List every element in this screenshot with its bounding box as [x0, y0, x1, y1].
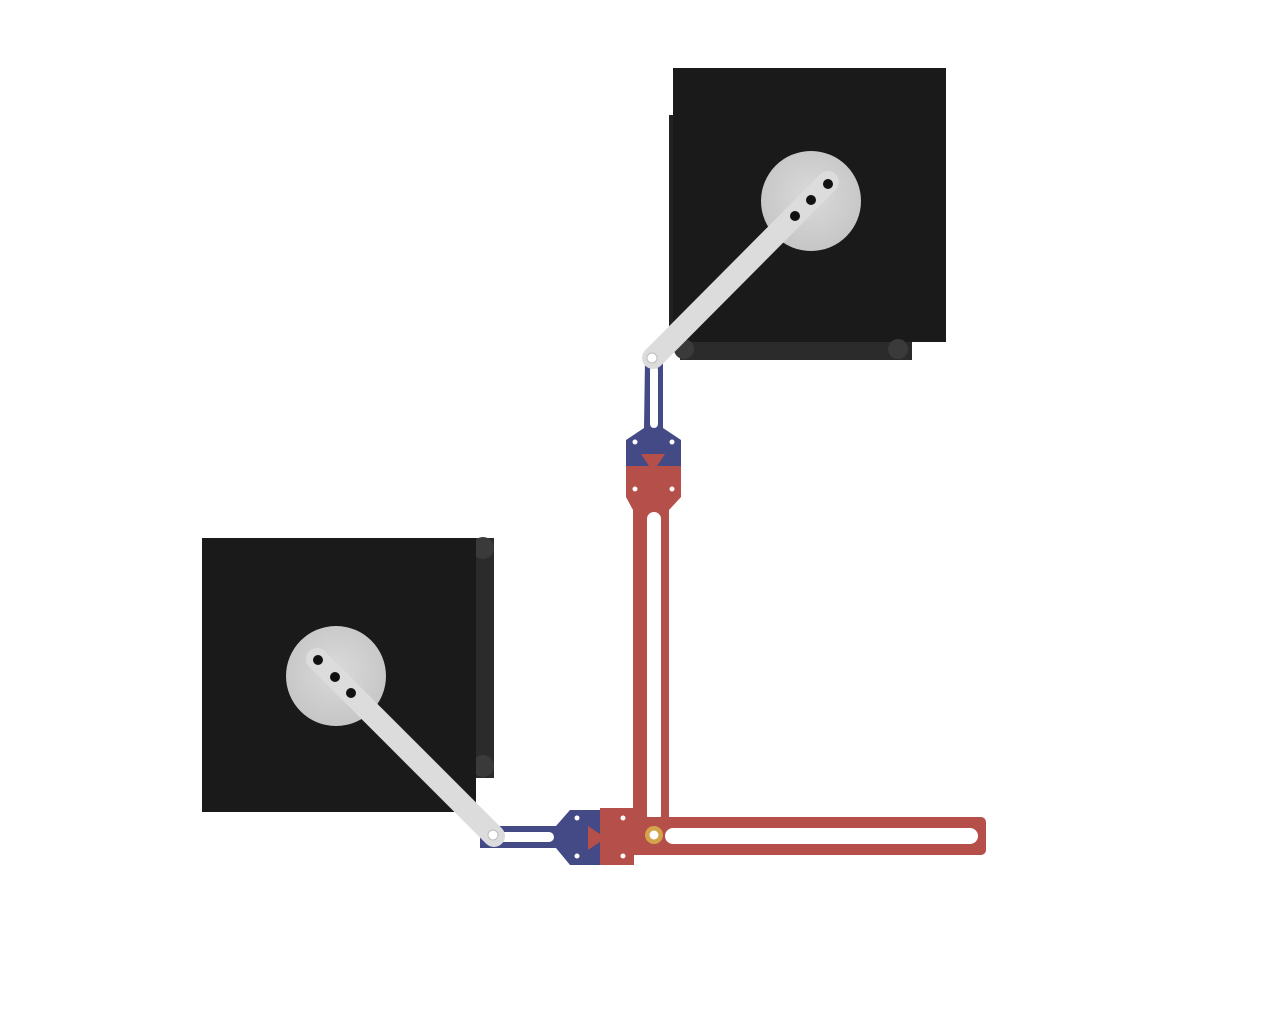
arm-hole — [313, 655, 323, 665]
arm-hole — [823, 179, 833, 189]
blue-hole — [574, 853, 580, 859]
gold-pivot-bearing — [645, 826, 663, 844]
arm-hole — [790, 211, 800, 221]
bottom-arm-bar — [306, 648, 505, 847]
red-link — [600, 466, 986, 865]
top-arm-end-pin — [646, 352, 658, 364]
red-link-block — [600, 808, 634, 865]
blue-hole — [632, 439, 638, 445]
top-motor-foot-right — [888, 339, 908, 359]
vertical-joint-notch — [641, 454, 665, 472]
bottom-motor-foot-top — [472, 537, 494, 559]
top-motor-shadow — [680, 340, 912, 360]
bottom-motor-arm — [306, 648, 505, 847]
top-arm-bar — [642, 171, 839, 369]
arm-hole — [806, 195, 816, 205]
bottom-motor-foot-bottom — [472, 755, 494, 777]
pivot-bore — [649, 830, 659, 840]
bottom-motor-side — [476, 538, 494, 778]
vertical-blue-slot — [650, 366, 658, 428]
vertical-red-slot — [647, 512, 661, 822]
red-hole — [632, 486, 638, 492]
red-hole — [620, 815, 626, 821]
red-hole — [669, 486, 675, 492]
top-motor-arm — [642, 171, 839, 369]
blue-hole — [669, 439, 675, 445]
arm-hole — [330, 672, 340, 682]
blue-link-vertical-group — [626, 360, 681, 492]
blue-hole — [574, 815, 580, 821]
horizontal-red-slot — [665, 828, 978, 844]
arm-hole — [346, 688, 356, 698]
horizontal-joint-notch — [588, 826, 606, 850]
red-hole — [620, 853, 626, 859]
bottom-arm-end-pin — [487, 829, 499, 841]
